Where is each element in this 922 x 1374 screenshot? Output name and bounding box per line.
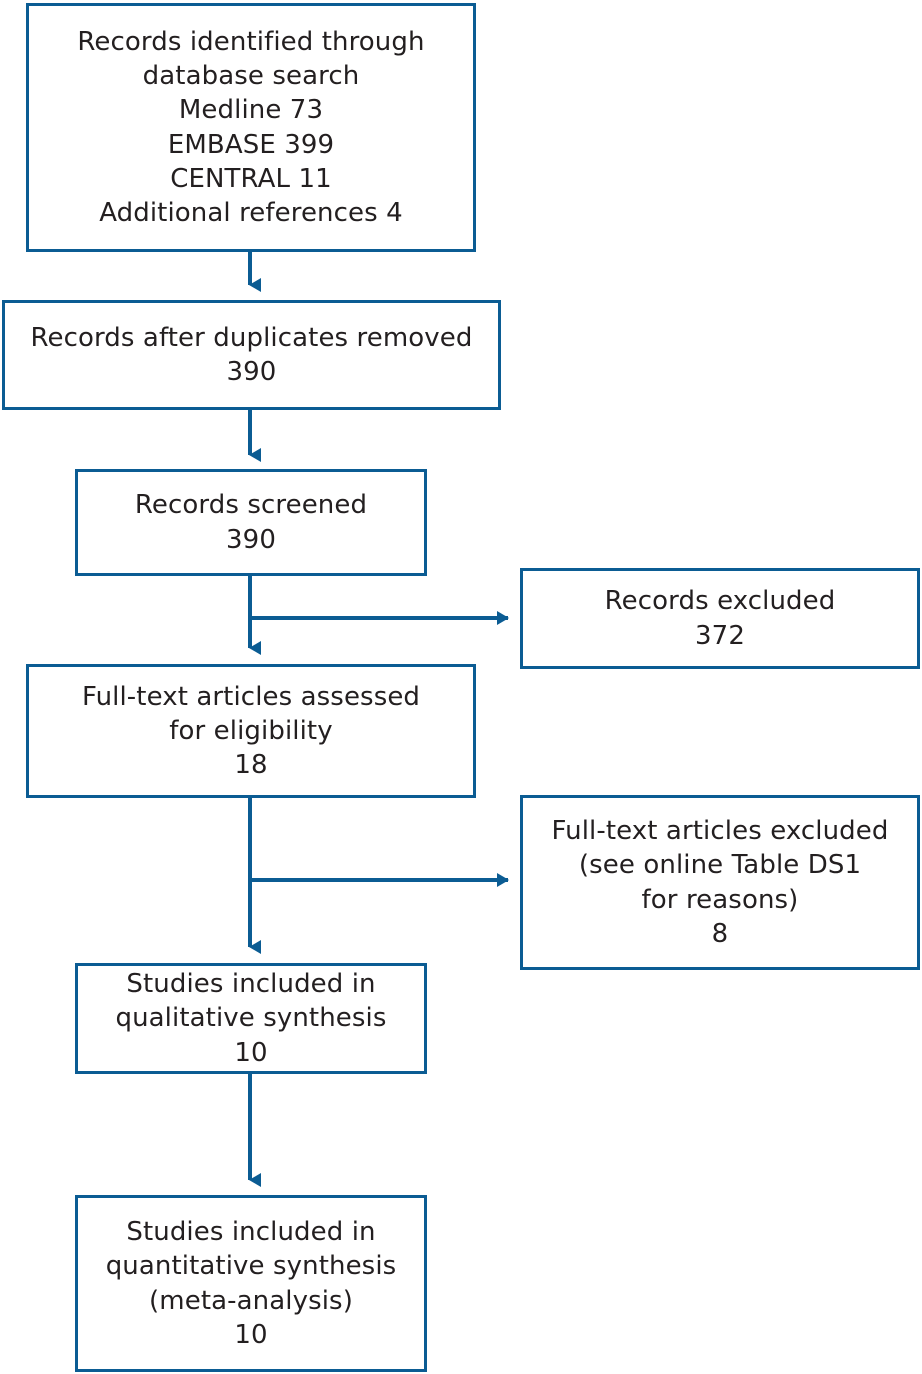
box-records-identified-text: Records identified through database sear…	[77, 27, 425, 228]
box-records-after-duplicates: Records after duplicates removed 390	[2, 300, 501, 410]
box-full-text-assessed: Full-text articles assessed for eligibil…	[26, 664, 476, 798]
box-quantitative-synthesis-text: Studies included in quantitative synthes…	[105, 1217, 397, 1350]
box-qualitative-synthesis-text: Studies included in qualitative synthesi…	[115, 969, 387, 1068]
box-qualitative-synthesis: Studies included in qualitative synthesi…	[75, 963, 427, 1074]
box-records-screened-text: Records screened 390	[134, 490, 368, 555]
box-full-text-excluded: Full-text articles excluded (see online …	[520, 795, 920, 970]
box-quantitative-synthesis: Studies included in quantitative synthes…	[75, 1195, 427, 1372]
box-records-identified: Records identified through database sear…	[26, 3, 476, 252]
box-records-excluded: Records excluded 372	[520, 568, 920, 669]
box-full-text-excluded-text: Full-text articles excluded (see online …	[551, 816, 889, 949]
box-full-text-assessed-text: Full-text articles assessed for eligibil…	[81, 681, 421, 781]
box-records-after-duplicates-text: Records after duplicates removed 390	[30, 322, 473, 387]
box-records-excluded-text: Records excluded 372	[604, 586, 836, 651]
box-records-screened: Records screened 390	[75, 469, 427, 576]
